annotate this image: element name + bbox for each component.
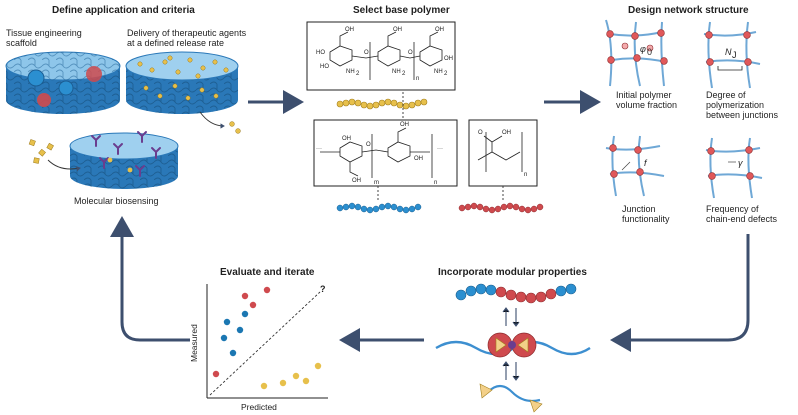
network-title: Design network structure: [628, 5, 749, 16]
svg-text:O: O: [366, 142, 371, 148]
svg-text:OH: OH: [502, 130, 511, 136]
biosensing-label: Molecular biosensing: [74, 196, 159, 206]
alginate-chain: [336, 202, 422, 214]
svg-text:OH: OH: [393, 27, 402, 33]
modular-title: Incorporate modular properties: [438, 267, 587, 278]
svg-text:O: O: [478, 130, 483, 136]
network-section: Design network structure φ 0 N J: [605, 5, 779, 224]
svg-text:2: 2: [356, 71, 360, 77]
param-2-line3: between junctions: [706, 110, 779, 120]
define-title: Define application and criteria: [52, 5, 195, 16]
y-axis-label: Measured: [189, 324, 199, 362]
drug-delivery-illustration: [125, 51, 241, 134]
param-4-line1: Frequency of: [706, 204, 759, 214]
arrow-up-icon: [110, 216, 190, 342]
param-3-line1: Junction: [622, 204, 656, 214]
svg-text:NH: NH: [346, 69, 355, 75]
chitosan-chain: [336, 98, 428, 110]
svg-text:2: 2: [402, 71, 406, 77]
modular-section: Incorporate modular properties: [435, 267, 591, 413]
svg-text:NH: NH: [434, 69, 443, 75]
tissue-label-line2: scaffold: [6, 38, 37, 48]
f-symbol: f: [644, 158, 648, 168]
svg-text:O: O: [364, 50, 369, 56]
param-2-line1: Degree of: [706, 90, 746, 100]
svg-text:n: n: [524, 172, 527, 178]
svg-text:O: O: [408, 50, 413, 56]
tissue-scaffold-illustration: [5, 51, 121, 114]
delivery-label-line1: Delivery of therapeutic agents: [127, 28, 247, 38]
network-panel-functionality: [605, 135, 665, 197]
tissue-label-line1: Tissue engineering: [6, 28, 82, 38]
svg-text:n: n: [416, 76, 419, 82]
question-mark: ?: [320, 284, 326, 294]
svg-text:OH: OH: [400, 122, 409, 128]
param-3-line2: functionality: [622, 214, 670, 224]
network-panel-nj: [703, 21, 761, 89]
network-panel-volume-fraction: [605, 19, 667, 87]
param-1-line2: volume fraction: [616, 100, 677, 110]
x-axis-label: Predicted: [241, 402, 277, 412]
svg-text:OH: OH: [342, 136, 351, 142]
svg-text:···: ···: [316, 146, 322, 152]
modular-crosslink: [487, 332, 537, 358]
svg-text:2: 2: [444, 71, 448, 77]
evaluate-title: Evaluate and iterate: [220, 267, 315, 278]
svg-text:NH: NH: [392, 69, 401, 75]
alginate-structure: ··· ··· OH O OH OH OH m n: [313, 119, 458, 187]
svg-text:OH: OH: [444, 56, 453, 62]
svg-text:OH: OH: [414, 156, 423, 162]
svg-text:J: J: [732, 50, 737, 60]
phi-symbol: φ: [640, 44, 646, 54]
modular-block-copolymer-chain: [455, 283, 577, 304]
param-1-line1: Initial polymer: [616, 90, 672, 100]
param-2-line2: polymerization: [706, 100, 764, 110]
svg-text:HO: HO: [316, 50, 325, 56]
svg-text:n: n: [434, 180, 437, 186]
svg-text:HO: HO: [320, 64, 329, 70]
svg-text:0: 0: [647, 47, 652, 57]
scatter-points: [212, 286, 322, 390]
evaluate-section: Evaluate and iterate ? Predicted Measure…: [189, 267, 328, 412]
biosensing-illustration: [28, 131, 179, 189]
polyacrylic-chain: [458, 202, 544, 214]
gamma-symbol: γ: [738, 158, 743, 168]
arrow-down-icon: [610, 234, 750, 352]
svg-text:OH: OH: [352, 178, 361, 184]
define-section: Define application and criteria Tissue e…: [5, 5, 247, 206]
svg-text:OH: OH: [345, 27, 354, 33]
param-4-line2: chain-end defects: [706, 214, 778, 224]
delivery-label-line2: at a defined release rate: [127, 38, 224, 48]
nj-symbol: N: [725, 47, 732, 57]
polyacrylic-structure: O OH n: [468, 119, 538, 187]
polymer-section: Select base polymer OH OH OH HO HO O O O…: [306, 5, 544, 214]
svg-text:m: m: [374, 180, 379, 186]
svg-text:···: ···: [437, 146, 443, 152]
network-panel-defects: [705, 137, 763, 199]
modular-release-chain: [487, 384, 541, 403]
polymer-title: Select base polymer: [353, 5, 450, 16]
svg-text:OH: OH: [435, 27, 444, 33]
